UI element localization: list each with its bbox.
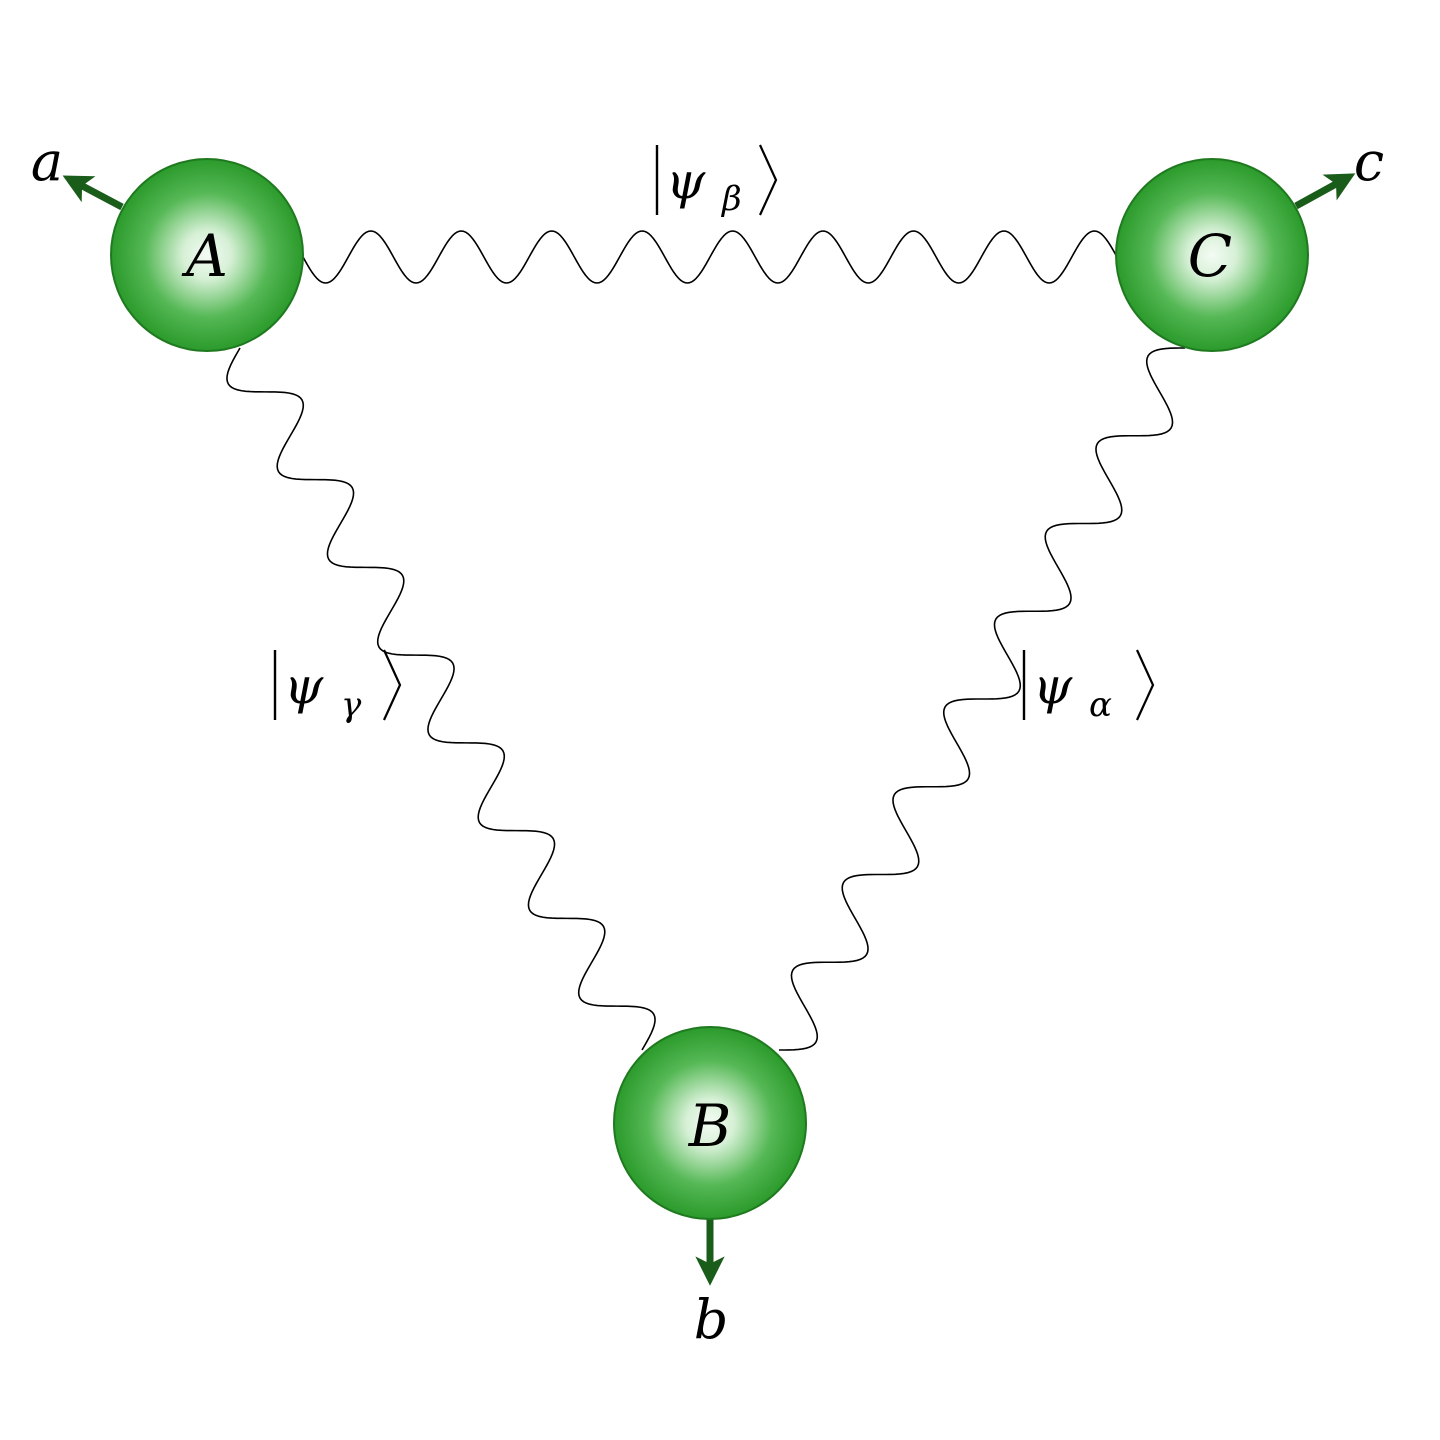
node-c: C: [1115, 158, 1309, 352]
state-label-beta: ψ β: [655, 144, 778, 219]
link-beta-wave: [302, 230, 1118, 284]
state-label-alpha: ψ α: [1022, 649, 1155, 725]
output-label-a: a: [31, 130, 63, 193]
output-label-b: b: [694, 1288, 729, 1351]
node-a-label: A: [181, 222, 228, 290]
state-subscript: α: [1089, 685, 1112, 725]
output-arrow-a: [62, 175, 124, 211]
link-alpha-wave: [779, 347, 1185, 1051]
ket-angle: [382, 649, 402, 721]
ket-angle: [758, 144, 778, 216]
node-b-label: B: [688, 1092, 732, 1160]
ket-angle: [1135, 649, 1155, 721]
state-subscript: γ: [341, 685, 362, 725]
link-gamma-wave: [226, 347, 656, 1051]
node-c-sphere: [1115, 158, 1309, 352]
state-symbol: ψ: [284, 657, 324, 715]
state-symbol: ψ: [666, 152, 706, 210]
node-b-sphere: [613, 1026, 807, 1220]
state-label-gamma: ψ γ: [273, 649, 402, 725]
output-arrow-c: [1294, 173, 1356, 210]
output-label-c: c: [1354, 130, 1384, 193]
state-subscript: β: [720, 179, 742, 219]
node-a: A: [110, 158, 304, 352]
node-b: B: [613, 1026, 807, 1220]
node-c-label: C: [1188, 222, 1232, 290]
node-a-sphere: [110, 158, 304, 352]
state-symbol: ψ: [1033, 657, 1073, 715]
